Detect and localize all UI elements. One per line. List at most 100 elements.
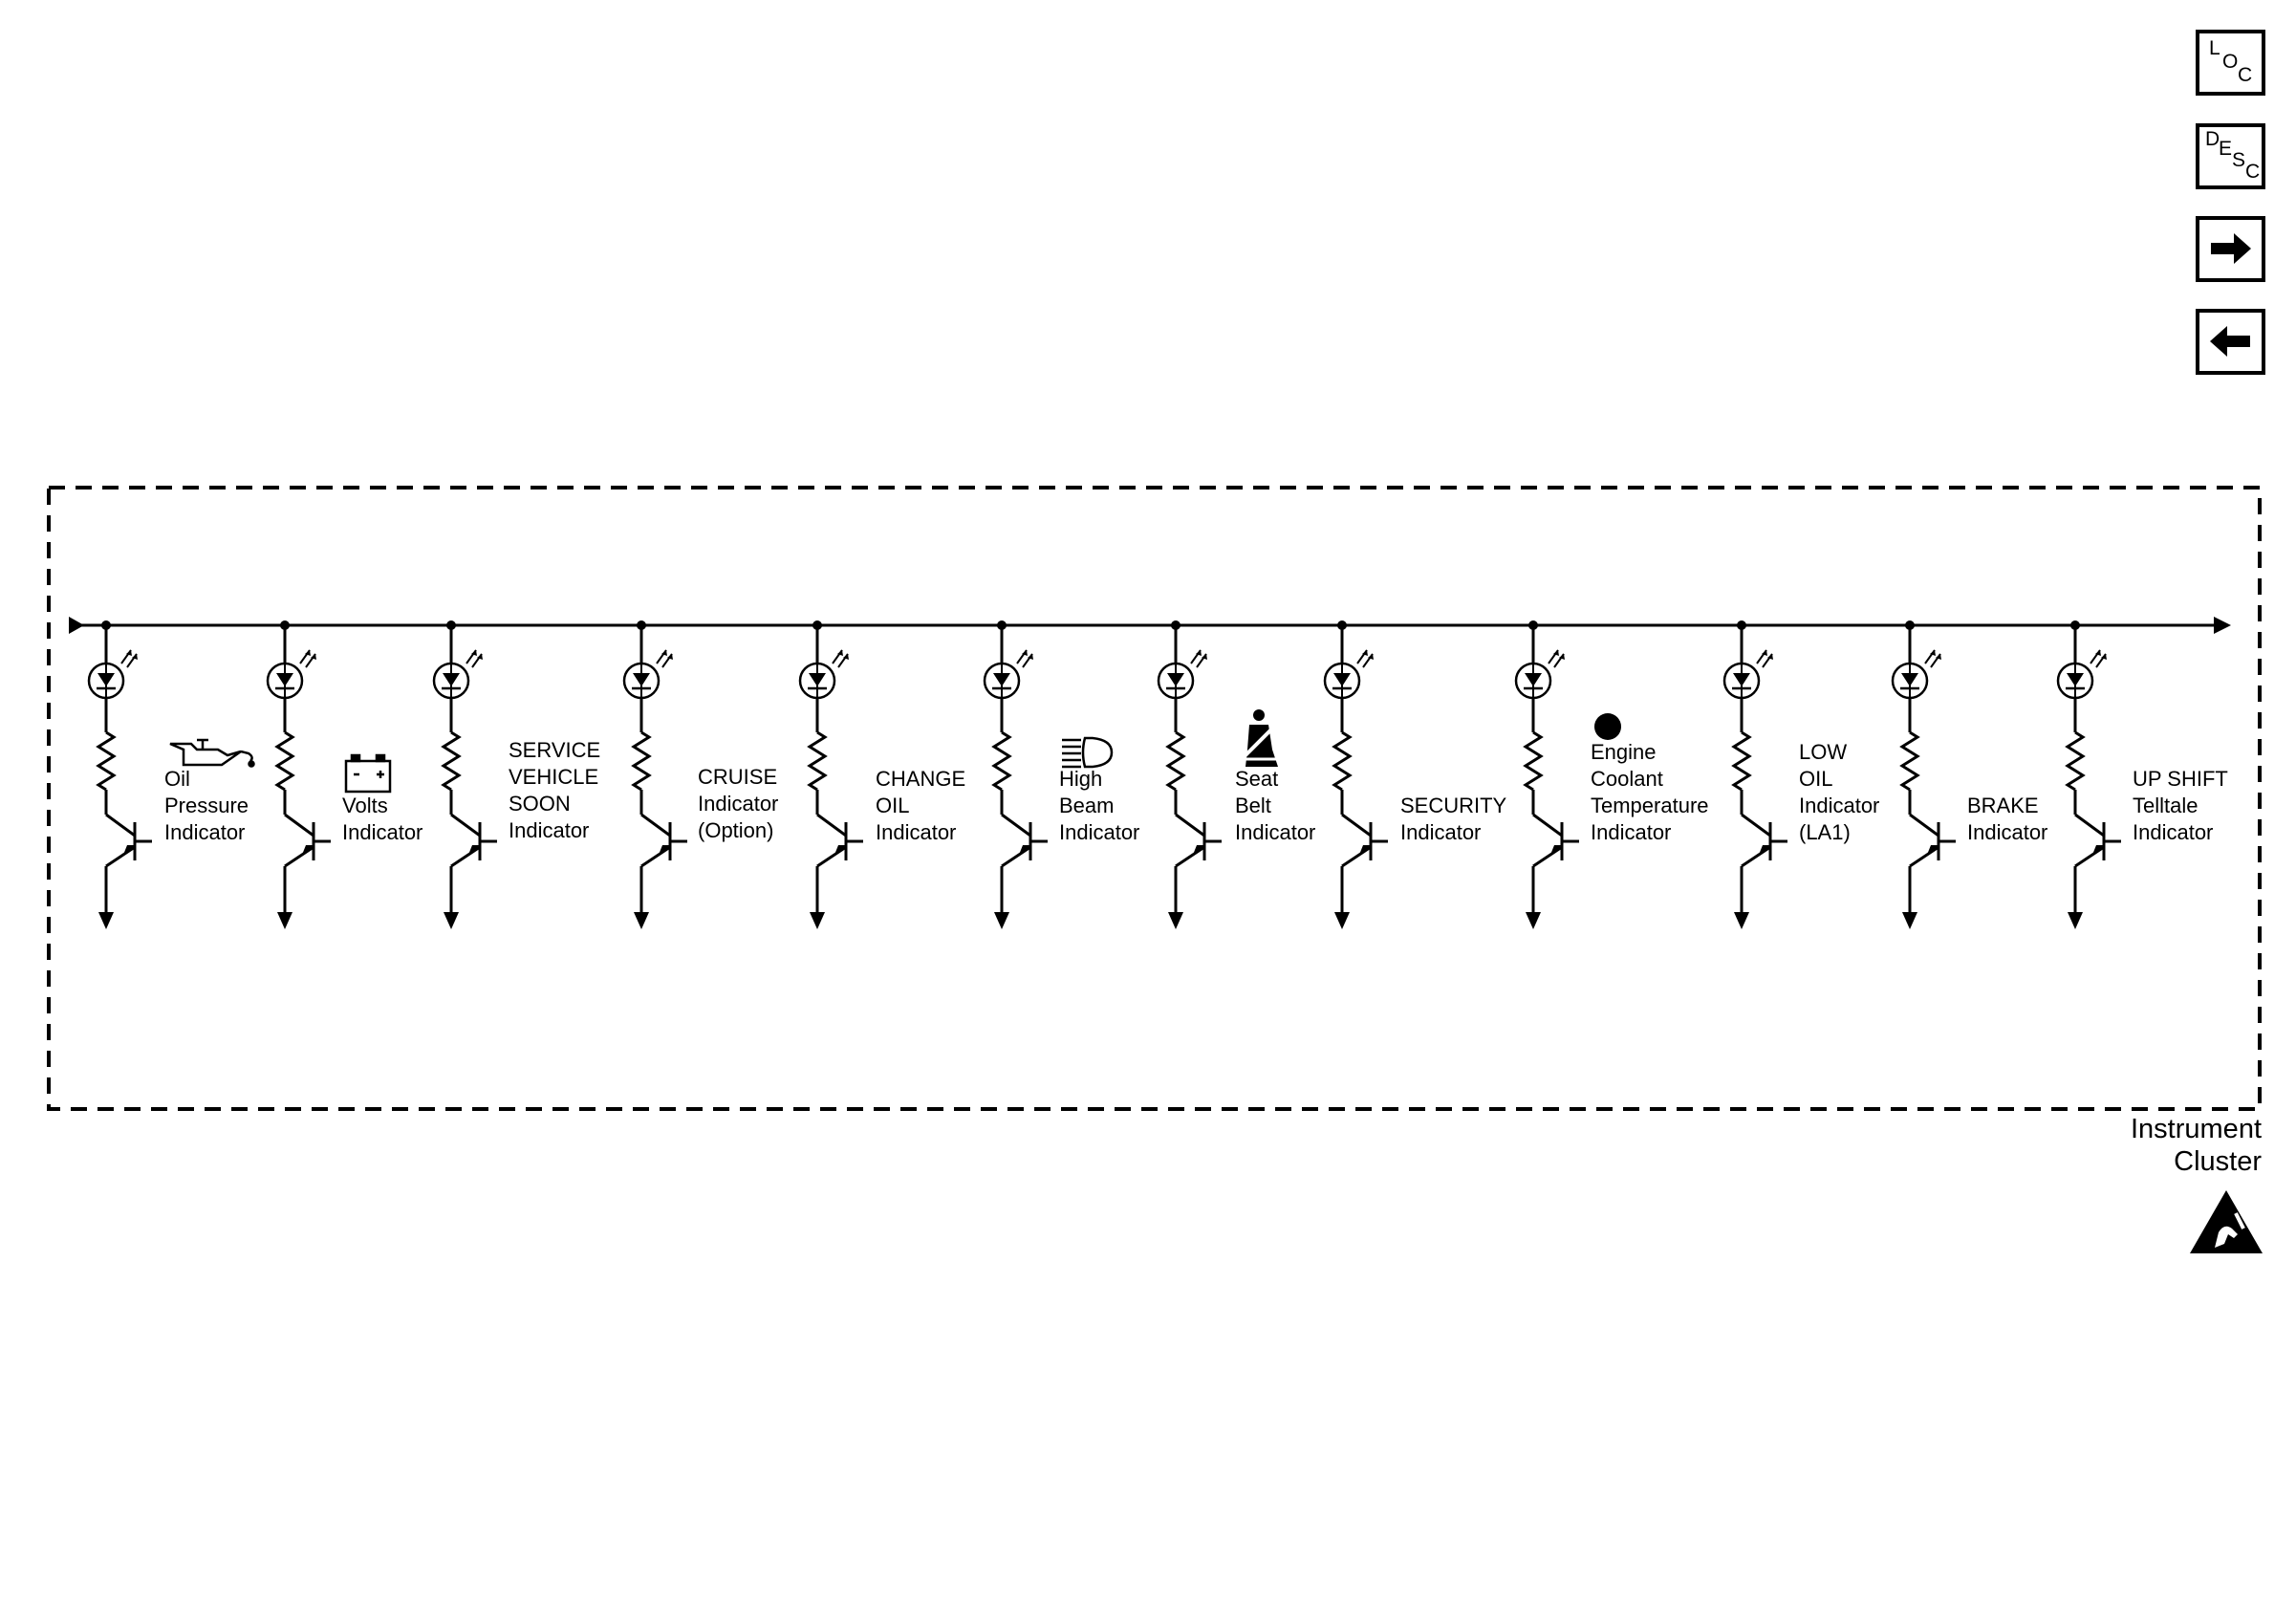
- indicator-label-line: LOW: [1799, 740, 1847, 764]
- led-icon: [983, 649, 1033, 700]
- resistor-icon: [274, 730, 295, 792]
- indicator-label-line: Seat: [1235, 767, 1278, 791]
- indicator-label-line: Beam: [1059, 794, 1114, 817]
- led-icon: [1891, 649, 1941, 700]
- oil-can-icon: [169, 738, 255, 768]
- transistor-icon: [2074, 813, 2121, 868]
- bus-input-arrow-icon: [69, 617, 84, 634]
- previous-button[interactable]: [2196, 309, 2265, 375]
- ground-arrow-icon: [98, 912, 114, 929]
- ground-arrow-icon: [277, 912, 292, 929]
- led-icon: [87, 649, 138, 700]
- desc-letter-2: E: [2219, 138, 2233, 160]
- desc-button[interactable]: D E S C: [2196, 123, 2265, 189]
- loc-button[interactable]: L O C: [2196, 30, 2265, 96]
- indicator-label-security: SECURITY Indicator: [1400, 794, 1507, 844]
- ground-arrow-icon: [810, 912, 825, 929]
- supply-bus: [69, 617, 2231, 634]
- indicator-label-line: OIL: [1799, 767, 1832, 791]
- indicator-label-line: Pressure: [164, 794, 249, 817]
- circuit-oil-pressure: [87, 620, 152, 929]
- transistor-icon: [1341, 813, 1388, 868]
- indicator-label-line: Indicator: [342, 820, 422, 844]
- circuit-service-vehicle-soon: [432, 620, 497, 929]
- transistor-icon: [1175, 813, 1222, 868]
- instrument-cluster-label-line2: Cluster: [2174, 1146, 2262, 1177]
- resistor-icon: [1731, 730, 1752, 792]
- ground-arrow-icon: [634, 912, 649, 929]
- resistor-icon: [96, 730, 117, 792]
- ground-arrow-icon: [1902, 912, 1917, 929]
- circuit-security: [1323, 620, 1388, 929]
- ground-arrow-icon: [994, 912, 1009, 929]
- indicator-label-line: CRUISE: [698, 765, 777, 789]
- headlamp-icon: [1062, 736, 1114, 769]
- indicator-label-line: SERVICE: [509, 738, 600, 762]
- circuit-brake: [1891, 620, 1956, 929]
- indicator-label-line: OIL: [876, 794, 909, 817]
- indicator-label-line: Indicator: [1967, 820, 2047, 844]
- circuit-seat-belt: [1157, 620, 1222, 929]
- indicator-label-line: Indicator: [164, 820, 245, 844]
- desc-letter-4: C: [2245, 161, 2261, 183]
- indicator-label-line: Indicator: [1400, 820, 1481, 844]
- indicator-label-line: Indicator: [1235, 820, 1315, 844]
- indicator-label-line: Engine: [1591, 740, 1657, 764]
- circuit-up-shift: [2056, 620, 2121, 929]
- indicator-label-line: Indicator: [876, 820, 956, 844]
- transistor-icon: [640, 813, 687, 868]
- transistor-icon: [1532, 813, 1579, 868]
- indicator-label-line: High: [1059, 767, 1102, 791]
- transistor-icon: [450, 813, 497, 868]
- resistor-icon: [1899, 730, 1920, 792]
- instrument-cluster-label-line1: Instrument: [2131, 1114, 2262, 1144]
- transistor-icon: [816, 813, 863, 868]
- bus-output-arrow-icon: [2214, 617, 2231, 634]
- indicator-label-line: Oil: [164, 767, 190, 791]
- esd-warning-icon: [2190, 1190, 2263, 1253]
- loc-letter-3: C: [2238, 64, 2253, 86]
- indicator-label-line: (LA1): [1799, 820, 1851, 844]
- arrow-right-icon: [2211, 233, 2251, 264]
- indicator-label-line: (Option): [698, 818, 773, 842]
- indicator-label-line: VEHICLE: [509, 765, 598, 789]
- instrument-cluster-boundary: [47, 486, 2262, 1111]
- indicator-label-line: Belt: [1235, 794, 1271, 817]
- indicator-label-line: Indicator: [2133, 820, 2213, 844]
- seat-belt-icon: [1242, 709, 1278, 767]
- transistor-icon: [105, 813, 152, 868]
- indicator-label-line: Indicator: [1799, 794, 1879, 817]
- led-icon: [266, 649, 316, 700]
- led-icon: [1157, 649, 1207, 700]
- desc-letter-1: D: [2205, 128, 2220, 150]
- circuit-cruise: [622, 620, 687, 929]
- filled-circle-icon: [1594, 713, 1621, 740]
- circuit-volts: [266, 620, 331, 929]
- indicator-label-low-oil: LOW OIL Indicator (LA1): [1799, 740, 1879, 844]
- circuit-engine-coolant: [1514, 620, 1579, 929]
- next-button[interactable]: [2196, 216, 2265, 282]
- led-icon: [622, 649, 673, 700]
- ground-arrow-icon: [1734, 912, 1749, 929]
- indicator-label-line: Indicator: [1591, 820, 1671, 844]
- led-icon: [1722, 649, 1773, 700]
- battery-icon: [344, 753, 392, 794]
- desc-letter-3: S: [2232, 149, 2246, 171]
- resistor-icon: [631, 730, 652, 792]
- indicator-label-line: SECURITY: [1400, 794, 1507, 817]
- transistor-icon: [1741, 813, 1787, 868]
- ground-arrow-icon: [1334, 912, 1350, 929]
- resistor-icon: [991, 730, 1012, 792]
- led-icon: [2056, 649, 2107, 700]
- loc-letter-1: L: [2209, 37, 2220, 59]
